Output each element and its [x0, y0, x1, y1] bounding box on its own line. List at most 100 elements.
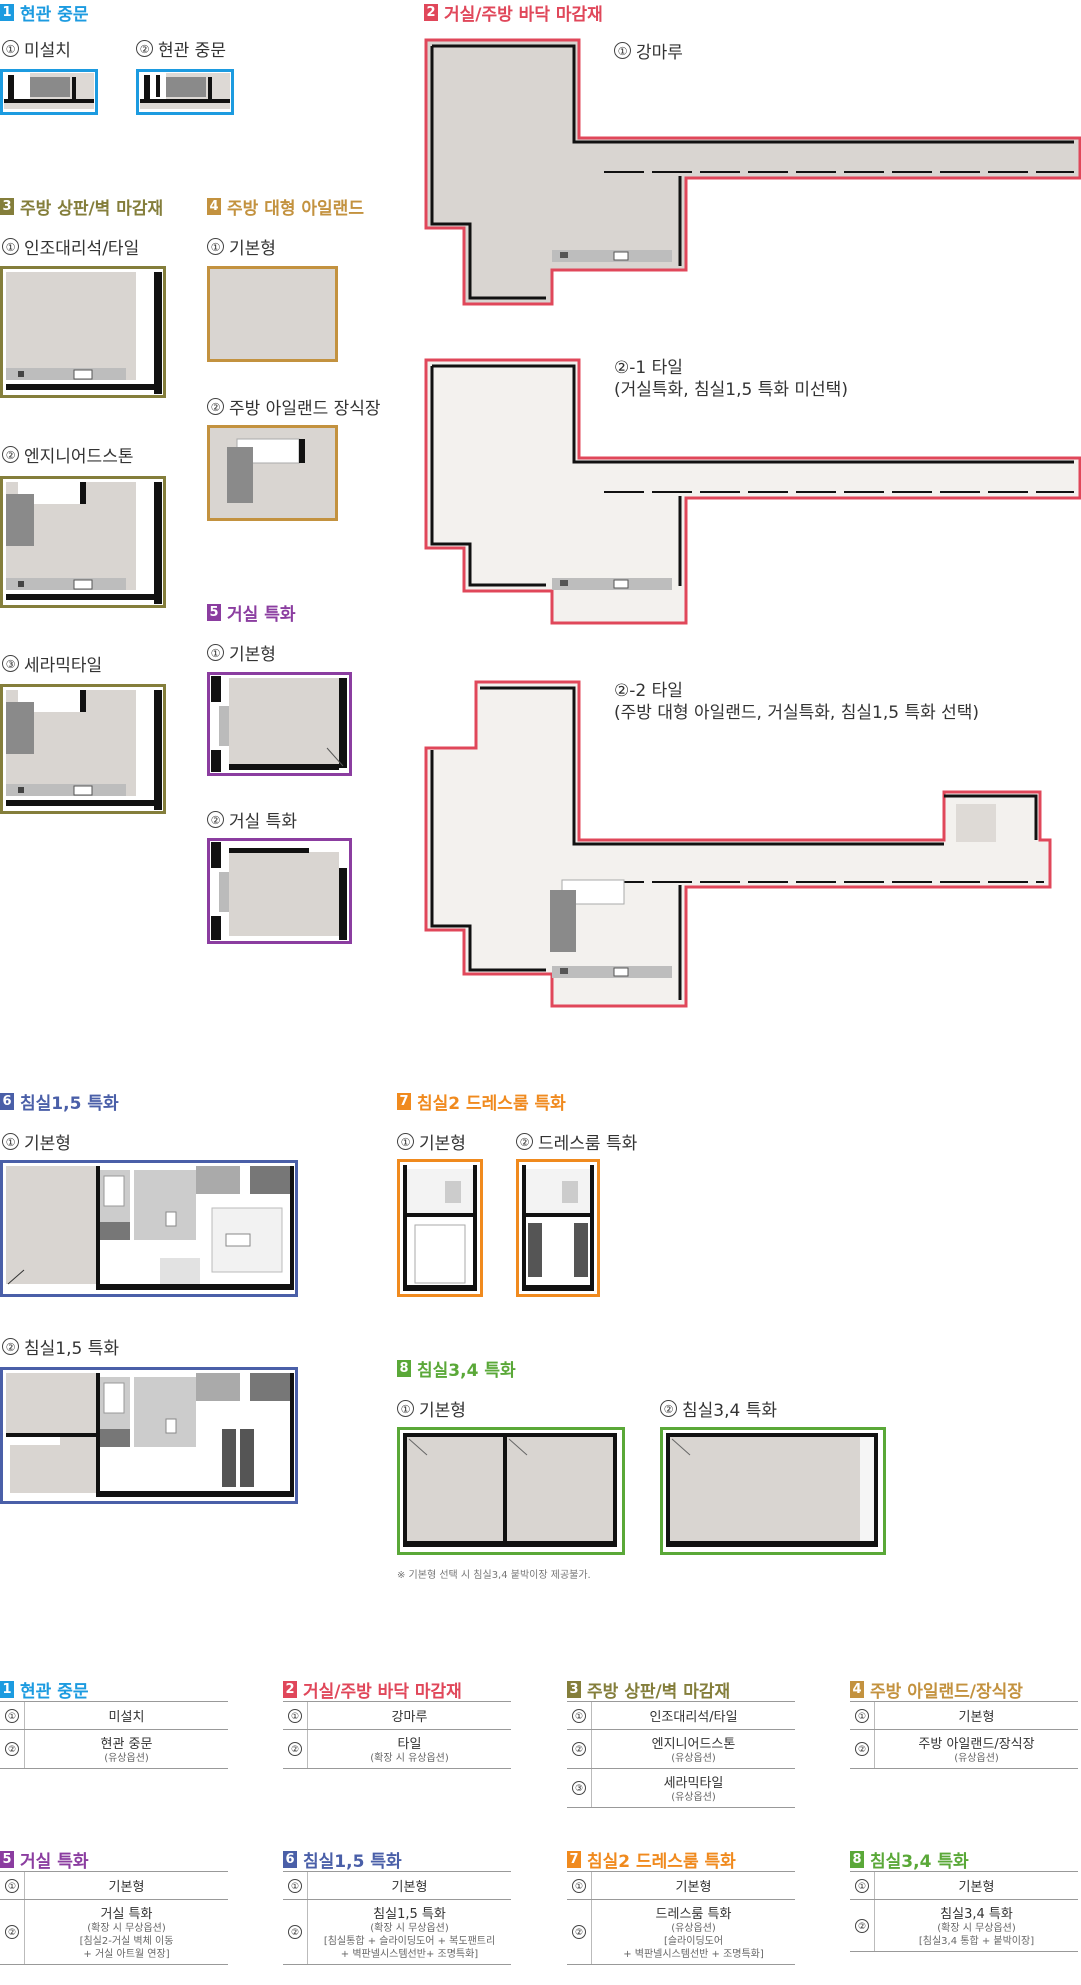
section-3-title: 3 주방 상판/벽 마감재 [0, 194, 163, 219]
row-main-text: 침실3,4 특화 [940, 1907, 1013, 1922]
row-number: ① [567, 1702, 592, 1729]
row-content: 침실3,4 특화(확장 시 무상옵션)[침실3,4 통합 + 붙박이장] [875, 1900, 1078, 1951]
row-main-text: 침실1,5 특화 [373, 1907, 446, 1922]
table-title: 4 주방 아일랜드/장식장 [850, 1677, 1078, 1702]
section-title-text: 침실1,5 특화 [20, 1094, 119, 1114]
section-badge: 1 [0, 4, 14, 21]
circled-number: ① [207, 238, 224, 255]
row-content: 인조대리석/타일 [592, 1702, 795, 1729]
row-sub-text: (유상옵션) [671, 1792, 716, 1803]
circled-number: ① [5, 1708, 19, 1723]
table-row: ① 인조대리석/타일 [567, 1701, 795, 1729]
option-8-2[interactable]: ② 침실3,4 특화 [660, 1396, 777, 1421]
section-title-text: 침실2 드레스룸 특화 [417, 1094, 566, 1114]
option-6-2[interactable]: ② 침실1,5 특화 [2, 1334, 119, 1359]
plan-kitchen-ceramic [0, 684, 166, 814]
circled-number: ② [855, 1918, 869, 1933]
row-number: ② [283, 1900, 308, 1964]
option-3-2[interactable]: ② 엔지니어드스톤 [2, 442, 133, 467]
section-badge: 2 [424, 4, 438, 21]
option-label: 강마루 [636, 43, 683, 63]
row-content: 드레스룸 특화(유상옵션)[슬라이딩도어+ 벽판넬시스템선반 + 조명특화] [592, 1900, 795, 1964]
option-label: 세라믹타일 [24, 656, 103, 676]
table-title-text: 침실1,5 특화 [303, 1851, 402, 1872]
plan-bedroom34-basic [397, 1427, 625, 1555]
section-title-text: 현관 중문 [20, 5, 89, 25]
option-label: 현관 중문 [158, 41, 226, 61]
row-main-text: 현관 중문 [100, 1737, 153, 1752]
row-content: 침실1,5 특화(확장 시 무상옵션) [침실통합 + 슬라이딩도어 + 복도팬트… [308, 1900, 511, 1964]
section-title-text: 거실/주방 바닥 마감재 [444, 5, 603, 25]
option-4-1[interactable]: ① 기본형 [207, 234, 276, 259]
row-main-text: 엔지니어드스톤 [651, 1737, 736, 1752]
section-7-title: 7 침실2 드레스룸 특화 [397, 1089, 566, 1114]
option-6-1[interactable]: ① 기본형 [2, 1129, 71, 1154]
section-badge: 6 [0, 1093, 14, 1110]
option-3-1[interactable]: ① 인조대리석/타일 [2, 234, 139, 259]
option-7-2[interactable]: ② 드레스룸 특화 [516, 1129, 637, 1154]
row-main-text: 인조대리석/타일 [649, 1710, 738, 1725]
option-1-1[interactable]: ① 미설치 [2, 36, 71, 61]
option-2-2-1[interactable]: ②-1 타일 (거실특화, 침실1,5 특화 미선택) [614, 357, 848, 401]
section-title-text: 거실 특화 [227, 605, 296, 625]
row-main-text: 세라믹타일 [663, 1776, 724, 1791]
circled-number: ① [2, 238, 19, 255]
table-title: 3 주방 상판/벽 마감재 [567, 1677, 795, 1702]
table-badge: 7 [567, 1850, 581, 1868]
option-note: (주방 대형 아일랜드, 거실특화, 침실1,5 특화 선택) [614, 703, 980, 723]
table-badge: 1 [0, 1680, 14, 1698]
circled-number: ① [614, 42, 631, 59]
option-label: 주방 아일랜드 장식장 [229, 399, 381, 419]
plan-living-special [207, 838, 352, 944]
table-badge: 8 [850, 1850, 864, 1868]
option-3-3[interactable]: ③ 세라믹타일 [2, 651, 102, 676]
plan-living-basic [207, 672, 352, 776]
table-title: 7 침실2 드레스룸 특화 [567, 1847, 795, 1872]
row-main-text: 기본형 [958, 1880, 995, 1895]
circled-number: ③ [572, 1781, 586, 1795]
option-5-1[interactable]: ① 기본형 [207, 640, 276, 665]
row-number: ① [0, 1702, 25, 1729]
row-sub-text: + 거실 아트월 연장] [83, 1949, 170, 1960]
circled-number: ② [516, 1133, 533, 1150]
plan-bedroom34-special [660, 1427, 886, 1555]
plan-bedroom15-basic [0, 1160, 298, 1297]
plan-bedroom15-special [0, 1367, 298, 1504]
option-1-2[interactable]: ② 현관 중문 [136, 36, 226, 61]
table-title-text: 침실2 드레스룸 특화 [587, 1851, 736, 1872]
section-2-title: 2 거실/주방 바닥 마감재 [424, 0, 603, 25]
row-main-text: 드레스룸 특화 [655, 1907, 732, 1922]
row-number: ② [850, 1900, 875, 1951]
option-label: 인조대리석/타일 [24, 239, 140, 259]
option-2-1[interactable]: ① 강마루 [614, 38, 683, 63]
option-2-2-2[interactable]: ②-2 타일 (주방 대형 아일랜드, 거실특화, 침실1,5 특화 선택) [614, 680, 979, 724]
row-sub-text: (확장 시 유상옵션) [370, 1753, 449, 1764]
option-5-2[interactable]: ② 거실 특화 [207, 807, 297, 832]
row-number: ② [0, 1900, 25, 1964]
row-sub-text: (유상옵션) [954, 1753, 999, 1764]
row-content: 주방 아일랜드/장식장(유상옵션) [875, 1730, 1078, 1768]
option-label: 엔지니어드스톤 [24, 447, 134, 467]
row-main-text: 기본형 [675, 1880, 712, 1895]
option-4-2[interactable]: ② 주방 아일랜드 장식장 [207, 394, 381, 419]
option-8-1[interactable]: ① 기본형 [397, 1396, 466, 1421]
circled-number: ② [572, 1925, 586, 1939]
row-content: 기본형 [25, 1872, 228, 1899]
row-sub-text: [침실통합 + 슬라이딩도어 + 복도팬트리 [323, 1936, 496, 1947]
section-title-text: 주방 대형 아일랜드 [227, 199, 364, 219]
row-sub-text: (확장 시 무상옵션) [370, 1923, 449, 1934]
circled-number: ② [207, 398, 224, 415]
option-label: 기본형 [419, 1134, 466, 1154]
option-7-1[interactable]: ① 기본형 [397, 1129, 466, 1154]
circled-number: ② [288, 1925, 302, 1939]
section-badge: 4 [207, 198, 221, 215]
section-6-title: 6 침실1,5 특화 [0, 1089, 119, 1114]
row-main-text: 강마루 [391, 1710, 428, 1725]
